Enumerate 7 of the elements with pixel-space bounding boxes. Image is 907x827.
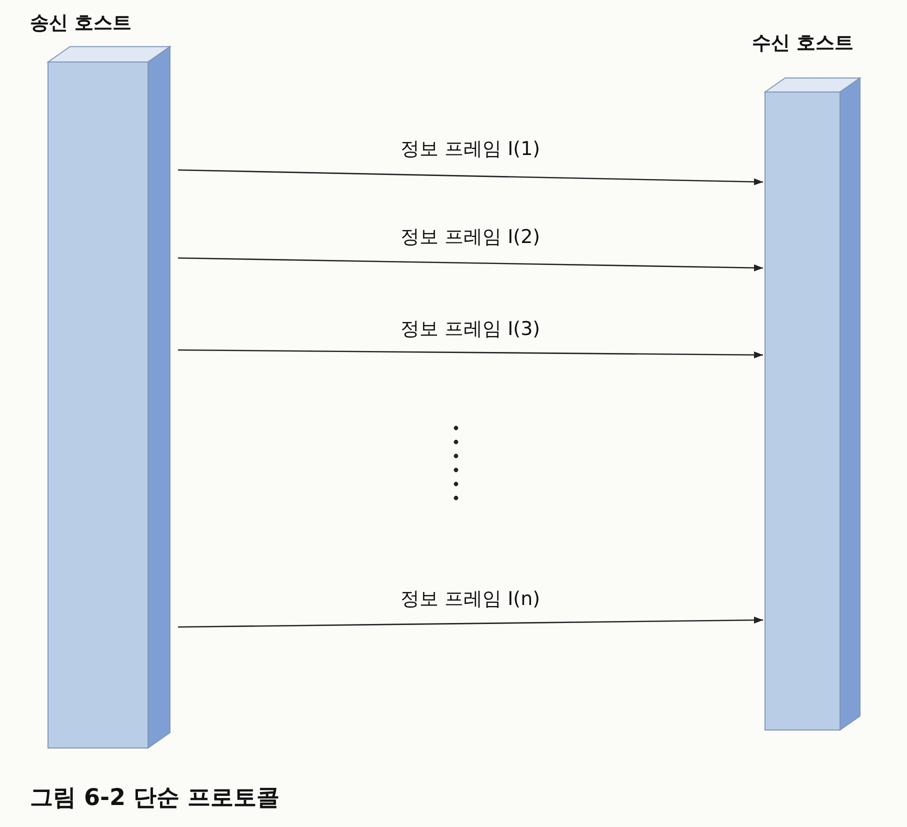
host-heading: 수신 호스트: [752, 31, 854, 56]
arrow: [178, 169, 764, 186]
caption: 그림 6-2 단순 프로토콜: [30, 784, 280, 813]
host-heading: 송신 호스트: [30, 11, 132, 36]
arrow: [178, 349, 763, 358]
arrow: [178, 257, 764, 272]
arrow: [178, 616, 763, 628]
